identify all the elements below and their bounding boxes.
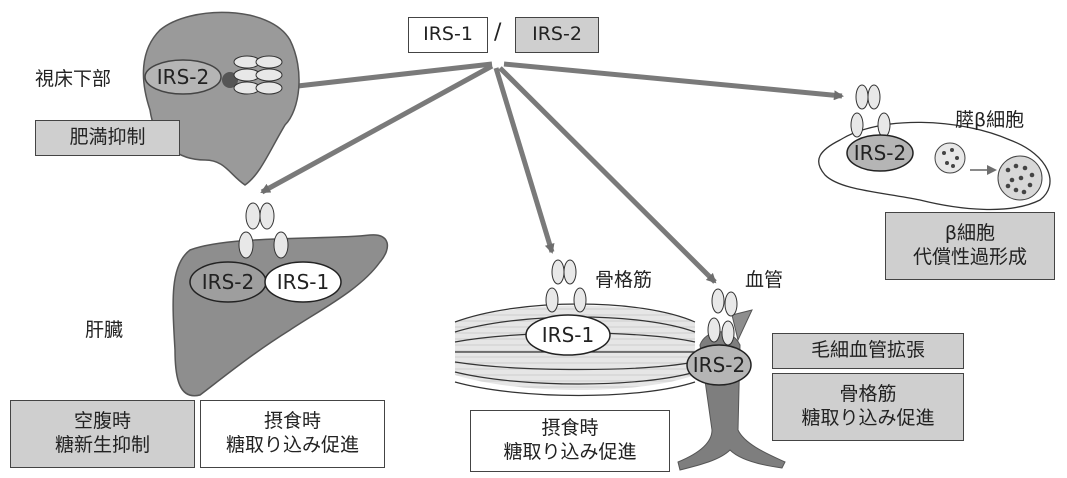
irs1-legend-box: IRS-1 (408, 17, 488, 53)
muscle-label: 骨格筋 (595, 265, 652, 292)
vessel-illustration (678, 289, 785, 470)
arrow-to-beta-cell (504, 64, 842, 96)
liver-fasting-box: 空腹時 糖新生抑制 (10, 400, 195, 468)
vessel-label: 血管 (745, 265, 783, 292)
liver-fed-line1: 摂食時 (264, 410, 321, 434)
legend-separator: / (494, 20, 501, 45)
irs2-legend-box: IRS-2 (515, 17, 599, 53)
vessel-muscle-uptake-box: 骨格筋 糖取り込み促進 (772, 373, 964, 441)
vessel-muscle-line2: 糖取り込み促進 (801, 407, 934, 431)
obesity-suppression-text: 肥満抑制 (69, 126, 145, 150)
brain-illustration (143, 12, 299, 185)
liver-label: 肝臓 (85, 315, 123, 342)
beta-hyperplasia-box: β細胞 代償性過形成 (885, 212, 1055, 280)
muscle-effect-line2: 糖取り込み促進 (503, 441, 636, 465)
liver-fasting-line2: 糖新生抑制 (55, 434, 150, 458)
vessel-muscle-line1: 骨格筋 (839, 383, 896, 407)
muscle-irs-label: IRS-1 (542, 323, 594, 347)
liver-fed-box: 摂食時 糖取り込み促進 (200, 400, 385, 468)
arrow-to-muscle (496, 68, 552, 252)
irs1-legend-label: IRS-1 (423, 23, 473, 47)
beta-cell-irs-label: IRS-2 (854, 141, 906, 165)
obesity-suppression-box: 肥満抑制 (35, 120, 180, 156)
irs2-legend-label: IRS-2 (532, 23, 582, 47)
arrow-to-vessel (500, 68, 715, 282)
beta-hyperplasia-line1: β細胞 (945, 222, 995, 246)
vessel-irs-label: IRS-2 (693, 353, 745, 377)
beta-cell-label: 膵β細胞 (955, 105, 1024, 132)
liver-irs2-label: IRS-2 (202, 270, 254, 294)
muscle-effect-line1: 摂食時 (541, 417, 598, 441)
hypothalamus-irs-label: IRS-2 (157, 65, 209, 89)
muscle-effect-box: 摂食時 糖取り込み促進 (470, 410, 670, 472)
hypothalamus-label: 視床下部 (35, 64, 111, 91)
liver-fasting-line1: 空腹時 (74, 410, 131, 434)
capillary-dilation-box: 毛細血管拡張 (772, 333, 964, 369)
capillary-dilation-text: 毛細血管拡張 (811, 339, 925, 363)
islet-small (935, 143, 965, 173)
liver-fed-line2: 糖取り込み促進 (226, 434, 359, 458)
beta-hyperplasia-line2: 代償性過形成 (913, 246, 1027, 270)
liver-irs1-label: IRS-1 (277, 270, 329, 294)
liver-illustration (173, 203, 387, 396)
